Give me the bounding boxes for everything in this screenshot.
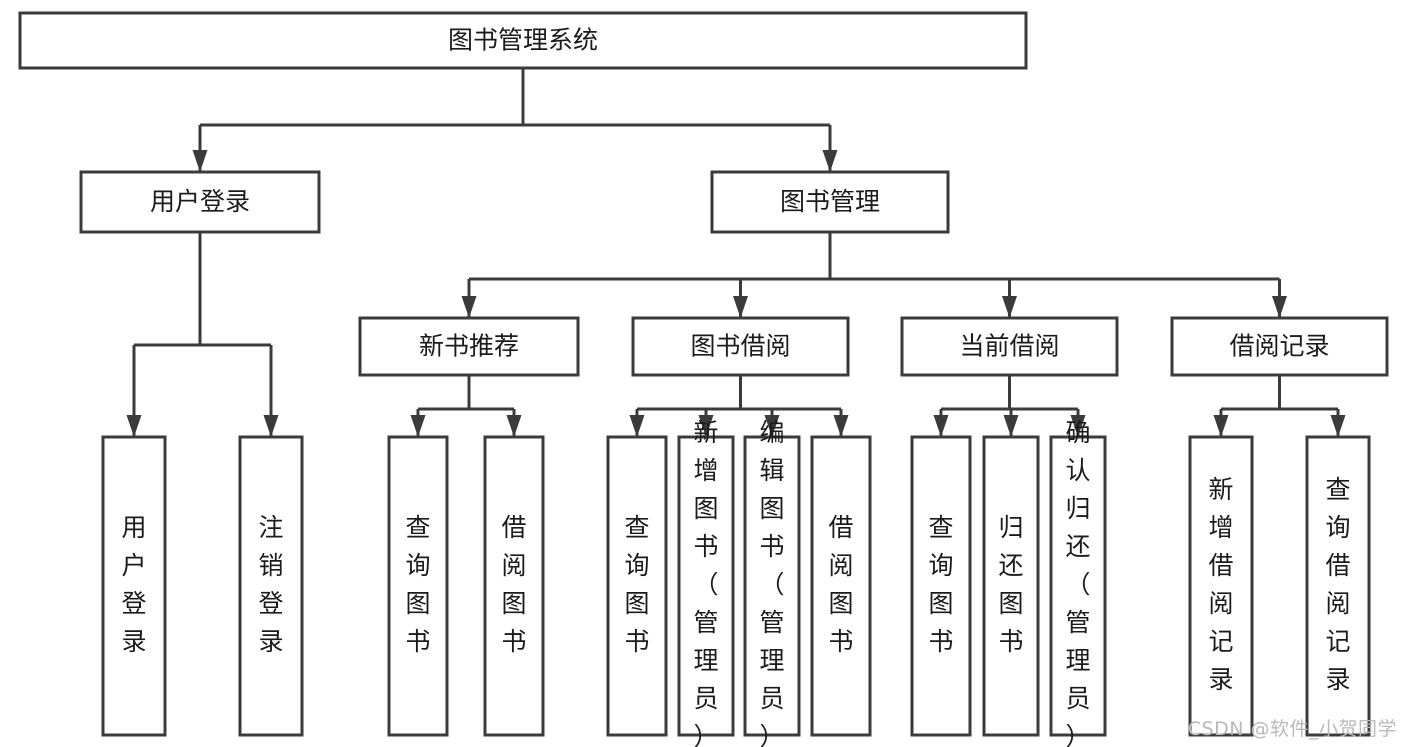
node-leaf-borrow-book-2[interactable]: 借阅图书 [810, 435, 872, 737]
node-box [358, 316, 580, 377]
node-current-borrow[interactable]: 当前借阅 [900, 316, 1119, 377]
node-box [1170, 316, 1389, 377]
node-leaf-confirm-return[interactable]: 确认归还（管理员） [1049, 418, 1107, 747]
node-label: 借阅图书 [501, 513, 526, 656]
node-leaf-user-login[interactable]: 用户登录 [101, 435, 167, 737]
arrow-head-icon [126, 415, 142, 437]
node-book-borrow[interactable]: 图书借阅 [631, 316, 850, 377]
node-label: 图书借阅 [690, 332, 790, 361]
node-box [18, 11, 1028, 70]
arrow-head-icon [629, 415, 645, 437]
node-layer: 图书管理系统用户登录图书管理新书推荐图书借阅当前借阅借阅记录用户登录注销登录查询… [18, 11, 1389, 747]
node-box [810, 435, 872, 737]
node-leaf-query-book-2[interactable]: 查询图书 [606, 435, 668, 737]
node-leaf-query-book-3[interactable]: 查询图书 [910, 435, 972, 737]
arrow-head-icon [764, 415, 780, 437]
node-box [1188, 435, 1254, 737]
node-box [101, 435, 167, 737]
node-label: 当前借阅 [959, 332, 1059, 361]
arrow-head-icon [192, 150, 208, 172]
node-label: 归还图书 [998, 513, 1023, 656]
node-leaf-edit-book[interactable]: 编辑图书（管理员） [743, 418, 801, 747]
node-leaf-logout[interactable]: 注销登录 [238, 435, 304, 737]
edge-layer [126, 68, 1346, 437]
node-leaf-borrow-book-1[interactable]: 借阅图书 [483, 435, 545, 737]
node-label: 查询图书 [928, 513, 953, 656]
node-box [677, 435, 735, 737]
node-root[interactable]: 图书管理系统 [18, 11, 1028, 70]
node-box [982, 435, 1040, 737]
node-leaf-add-book[interactable]: 新增图书（管理员） [677, 418, 735, 747]
node-leaf-query-book-1[interactable]: 查询图书 [387, 435, 449, 737]
node-box [606, 435, 668, 737]
node-box [1305, 435, 1371, 737]
node-user-login[interactable]: 用户登录 [79, 170, 321, 234]
node-label: 新书推荐 [419, 332, 519, 361]
node-label: 查询图书 [405, 513, 430, 656]
node-box [1049, 435, 1107, 737]
arrow-head-icon [933, 415, 949, 437]
node-label: 查询图书 [624, 513, 649, 656]
node-borrow-record[interactable]: 借阅记录 [1170, 316, 1389, 377]
arrow-head-icon [263, 415, 279, 437]
node-leaf-return-book[interactable]: 归还图书 [982, 435, 1040, 737]
node-box [743, 435, 801, 737]
arrow-head-icon [1002, 296, 1017, 318]
arrow-head-icon [1272, 296, 1287, 318]
arrow-head-icon [822, 150, 838, 172]
node-label: 图书管理系统 [448, 26, 598, 55]
arrow-head-icon [1003, 415, 1019, 437]
arrow-head-icon [410, 415, 426, 437]
node-label: 用户登录 [121, 513, 146, 656]
node-box [238, 435, 304, 737]
arrow-head-icon [733, 296, 748, 318]
node-box [79, 170, 321, 234]
arrow-head-icon [1070, 415, 1086, 437]
node-box [910, 435, 972, 737]
arrow-head-icon [833, 415, 849, 437]
node-box [710, 170, 950, 234]
node-new-book-rec[interactable]: 新书推荐 [358, 316, 580, 377]
arrow-head-icon [461, 296, 477, 318]
arrow-head-icon [506, 415, 522, 437]
node-label: 用户登录 [150, 187, 250, 216]
arrow-head-icon [698, 415, 714, 437]
node-leaf-add-record[interactable]: 新增借阅记录 [1188, 435, 1254, 737]
node-label: 查询借阅记录 [1325, 475, 1350, 694]
arrow-head-icon [1213, 415, 1229, 437]
arrow-head-icon [1330, 415, 1346, 437]
node-label: 借阅图书 [828, 513, 853, 656]
node-label: 图书管理 [780, 187, 880, 216]
node-box [900, 316, 1119, 377]
node-label: 编辑图书（管理员） [759, 418, 784, 747]
node-leaf-query-record[interactable]: 查询借阅记录 [1305, 435, 1371, 737]
node-label: 新增图书（管理员） [693, 418, 718, 747]
node-book-manage[interactable]: 图书管理 [710, 170, 950, 234]
node-label: 借阅记录 [1229, 332, 1329, 361]
node-label: 新增借阅记录 [1208, 475, 1233, 694]
node-box [483, 435, 545, 737]
node-box [631, 316, 850, 377]
node-label: 确认归还（管理员） [1065, 418, 1090, 747]
node-label: 注销登录 [258, 513, 283, 656]
node-box [387, 435, 449, 737]
